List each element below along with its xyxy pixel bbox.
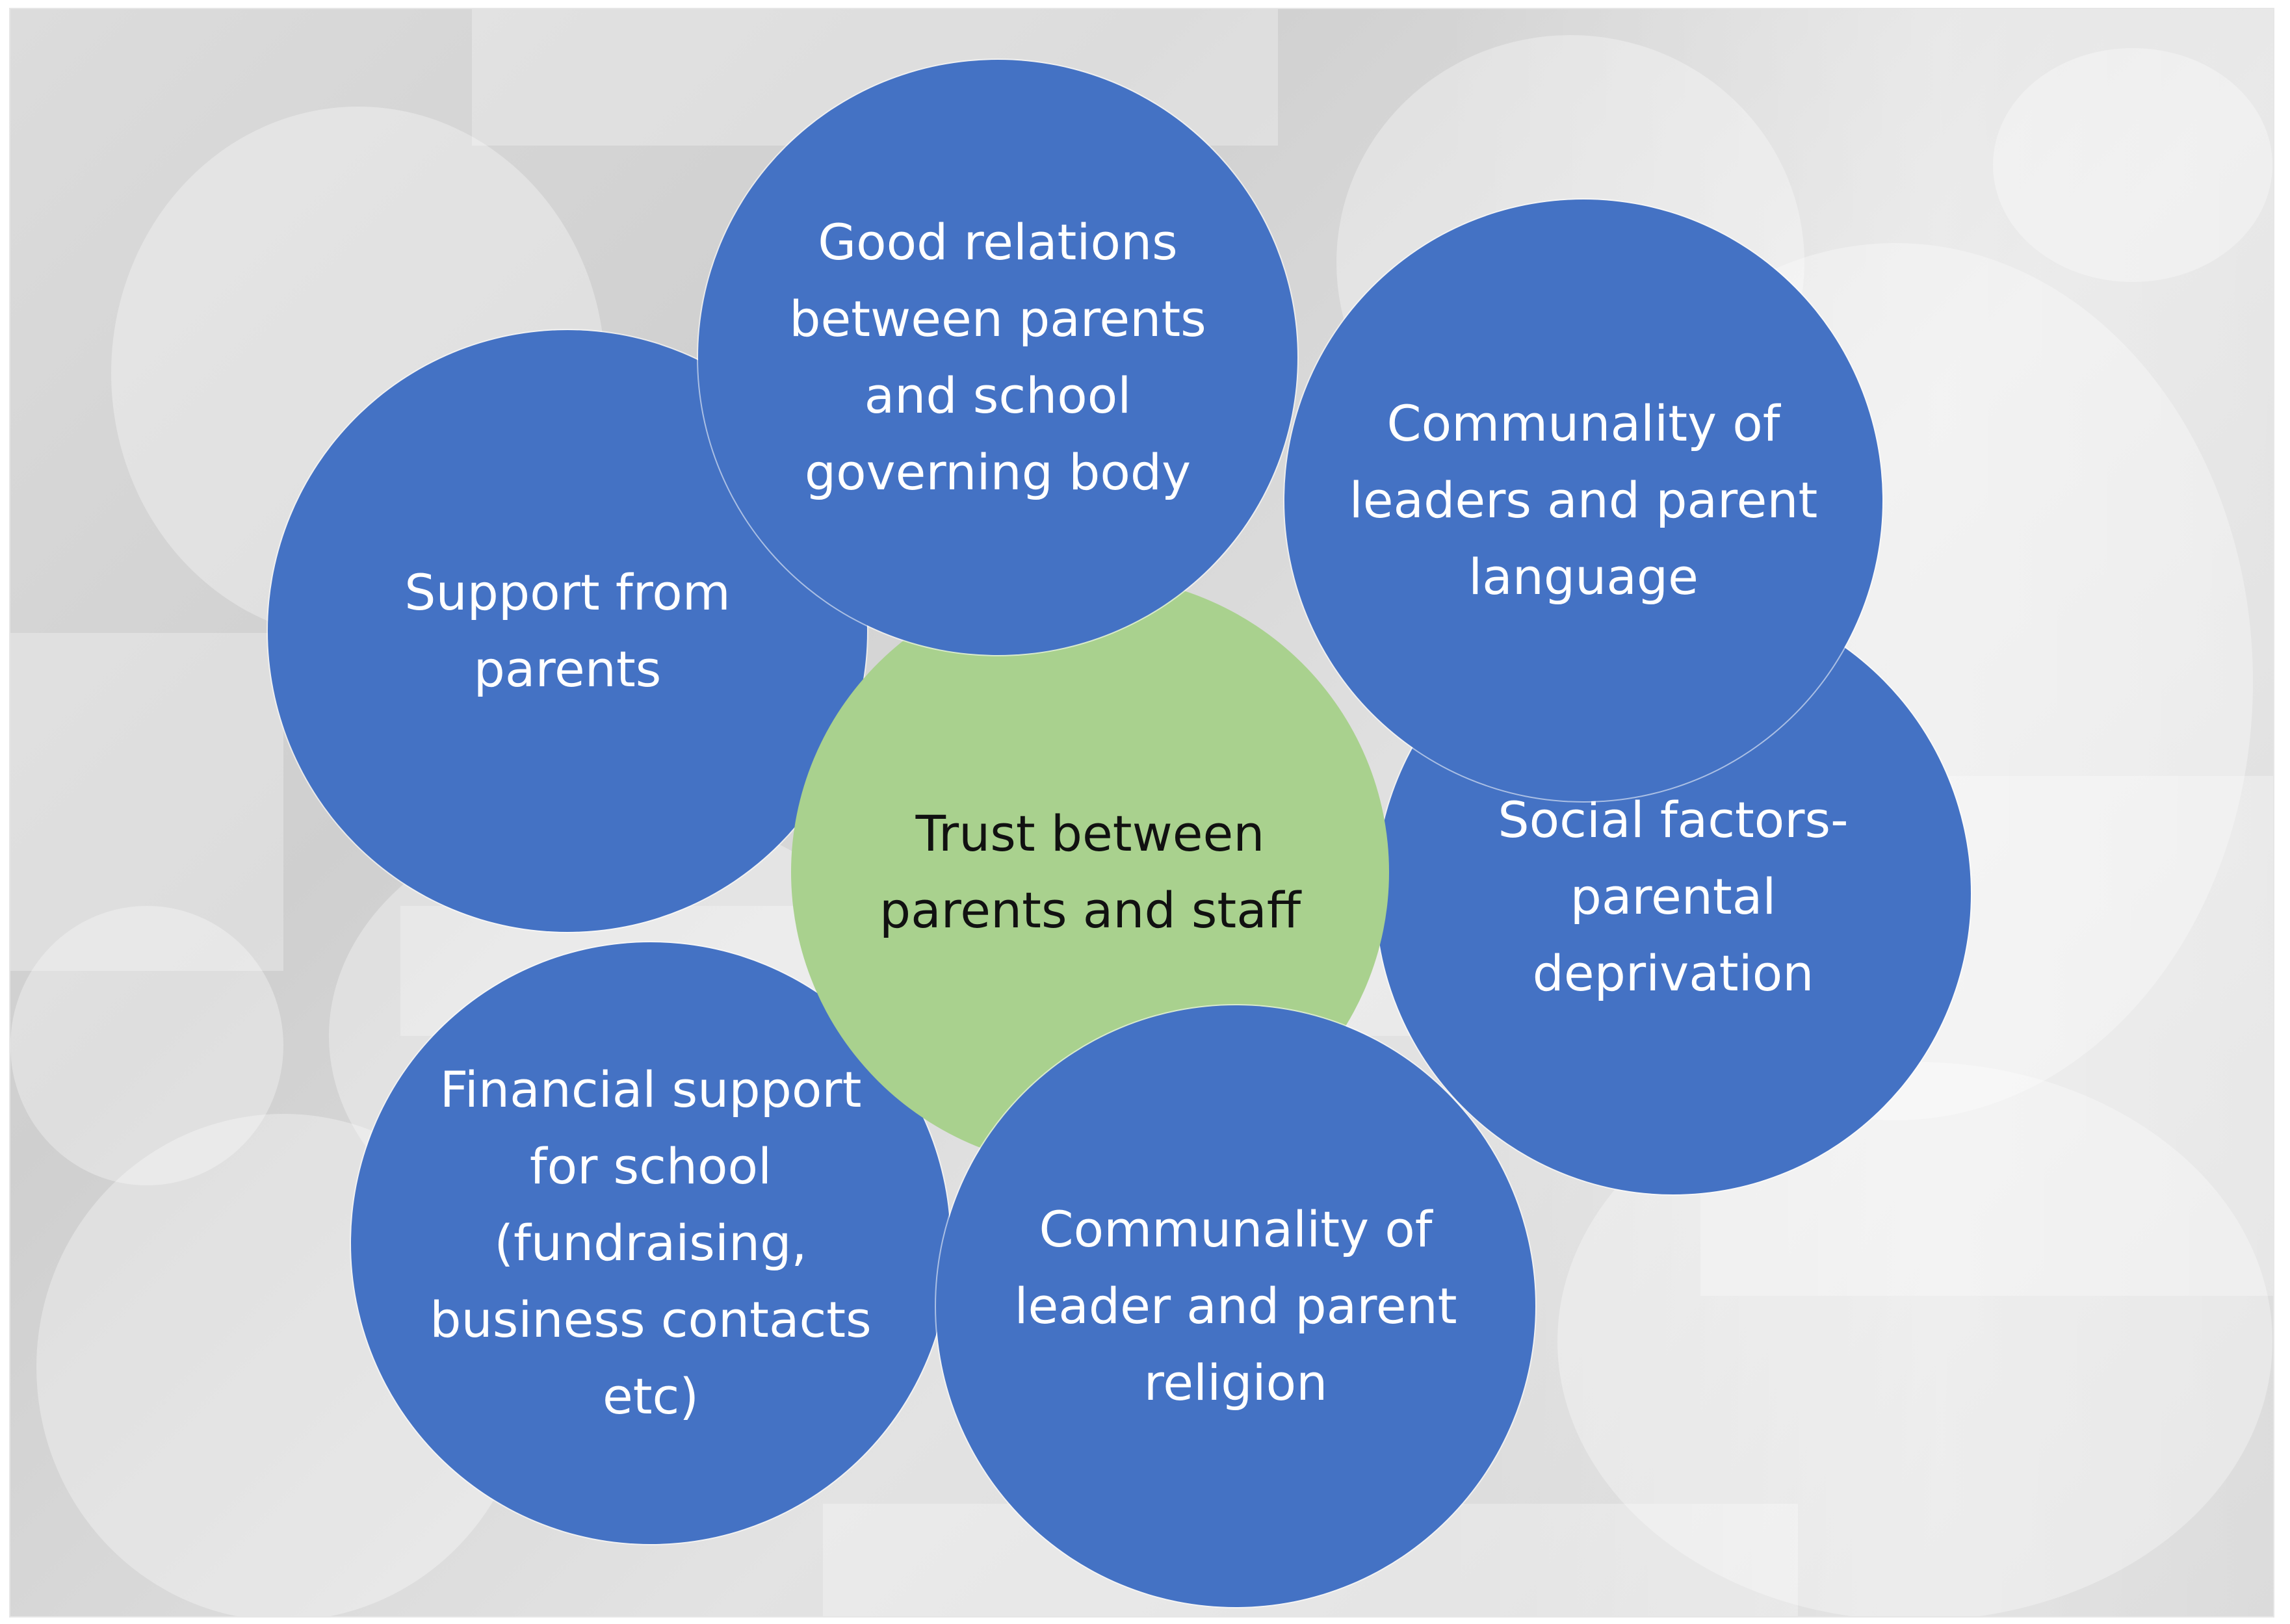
factor-circle-good-relations: Good relations between parents and schoo… xyxy=(698,60,1297,655)
factor-label: Social factors- parental deprivation xyxy=(1498,791,1849,1002)
factor-label: Communality of leader and parent religio… xyxy=(1014,1200,1457,1411)
factor-label: Communality of leaders and parent langua… xyxy=(1349,394,1818,606)
factor-label: Financial support for school (fundraisin… xyxy=(430,1061,872,1425)
factor-circle-communality-language: Communality of leaders and parent langua… xyxy=(1284,200,1882,801)
background-bubble xyxy=(10,906,283,1185)
factor-label: Support from parents xyxy=(404,563,731,698)
factor-circle-communality-religion: Communality of leader and parent religio… xyxy=(936,1005,1535,1607)
factor-label: Good relations between parents and schoo… xyxy=(789,213,1206,501)
factor-circle-financial-support: Financial support for school (fundraisin… xyxy=(351,942,950,1544)
center-label: Trust between parents and staff xyxy=(879,805,1301,939)
background-panel: Support from parents Financial support f… xyxy=(9,8,2274,1618)
background-rect xyxy=(10,633,283,971)
background-bubble xyxy=(1993,48,2272,282)
